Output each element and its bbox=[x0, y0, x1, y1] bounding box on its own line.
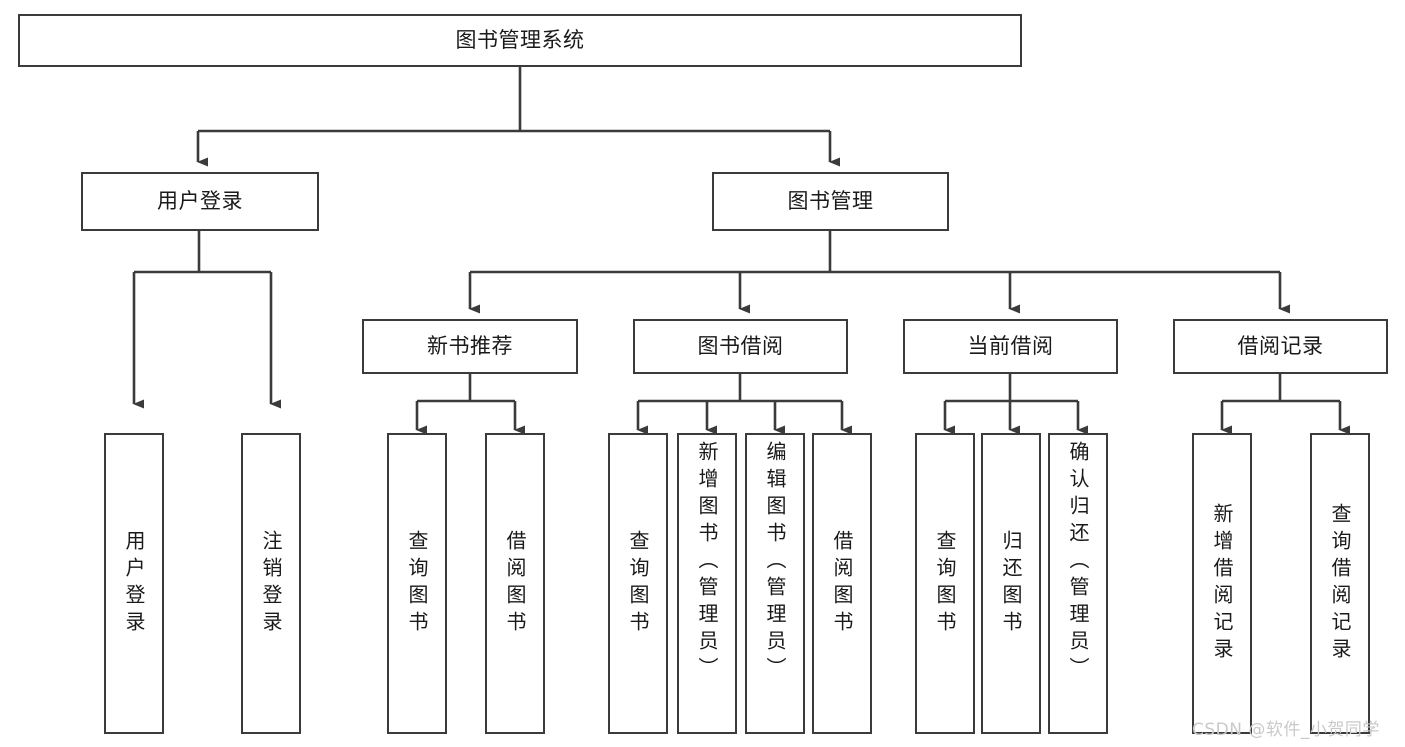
leaf-logout[interactable]: 注销登录 bbox=[241, 433, 301, 734]
node-label: 新增图书（管理员） bbox=[695, 441, 719, 684]
leaf-add-book-admin[interactable]: 新增图书（管理员） bbox=[677, 433, 737, 734]
leaf-confirm-return-admin[interactable]: 确认归还（管理员） bbox=[1048, 433, 1108, 734]
node-label: 新书推荐 bbox=[427, 333, 513, 358]
node-label: 用户登录 bbox=[157, 188, 243, 213]
csdn-watermark: CSDN @软件_小贺同学 bbox=[1192, 720, 1380, 740]
node-new-book-recommend[interactable]: 新书推荐 bbox=[362, 319, 578, 374]
node-label: 借阅图书 bbox=[830, 529, 854, 638]
node-label: 当前借阅 bbox=[967, 333, 1054, 358]
leaf-user-login[interactable]: 用户登录 bbox=[104, 433, 164, 734]
node-label: 查询借阅记录 bbox=[1328, 502, 1352, 665]
node-book-management[interactable]: 图书管理 bbox=[712, 172, 949, 231]
node-label: 用户登录 bbox=[122, 529, 146, 638]
node-borrow-records[interactable]: 借阅记录 bbox=[1173, 319, 1388, 374]
node-label: 借阅图书 bbox=[503, 529, 527, 638]
node-book-borrow[interactable]: 图书借阅 bbox=[633, 319, 848, 374]
leaf-borrow-book[interactable]: 借阅图书 bbox=[812, 433, 872, 734]
node-label: 注销登录 bbox=[259, 529, 283, 638]
node-label: 查询图书 bbox=[405, 529, 429, 638]
node-label: 查询图书 bbox=[933, 529, 957, 638]
leaf-query-book-current[interactable]: 查询图书 bbox=[915, 433, 975, 734]
node-label: 图书借阅 bbox=[697, 333, 784, 358]
node-root-book-management-system[interactable]: 图书管理系统 bbox=[18, 14, 1022, 67]
node-label: 归还图书 bbox=[999, 529, 1023, 638]
node-label: 编辑图书（管理员） bbox=[763, 441, 787, 684]
leaf-add-borrow-record[interactable]: 新增借阅记录 bbox=[1192, 433, 1252, 734]
leaf-borrow-book-recommend[interactable]: 借阅图书 bbox=[485, 433, 545, 734]
node-label: 查询图书 bbox=[626, 529, 650, 638]
leaf-return-book[interactable]: 归还图书 bbox=[981, 433, 1041, 734]
node-label: 确认归还（管理员） bbox=[1066, 441, 1090, 684]
node-label: 借阅记录 bbox=[1237, 333, 1324, 358]
node-user-login[interactable]: 用户登录 bbox=[81, 172, 319, 231]
leaf-query-book-borrow[interactable]: 查询图书 bbox=[608, 433, 668, 734]
leaf-query-borrow-record[interactable]: 查询借阅记录 bbox=[1310, 433, 1370, 734]
node-label: 新增借阅记录 bbox=[1210, 502, 1234, 665]
node-label: 图书管理系统 bbox=[455, 27, 585, 52]
node-label: 图书管理 bbox=[787, 188, 874, 213]
leaf-query-book-recommend[interactable]: 查询图书 bbox=[387, 433, 447, 734]
node-current-borrow[interactable]: 当前借阅 bbox=[903, 319, 1118, 374]
leaf-edit-book-admin[interactable]: 编辑图书（管理员） bbox=[745, 433, 805, 734]
